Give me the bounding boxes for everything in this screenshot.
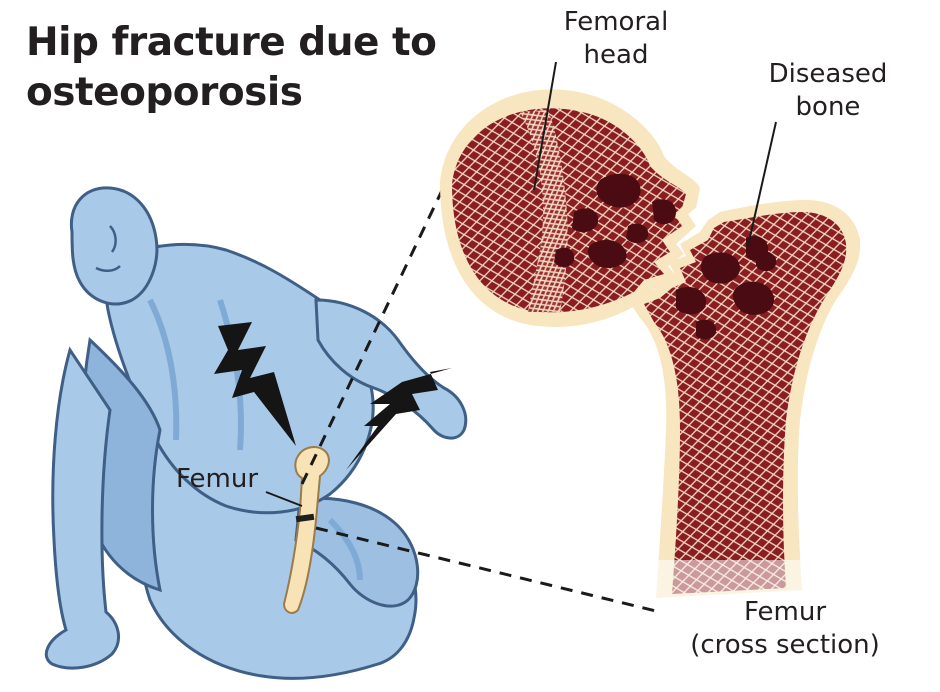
label-diseased-bone-line-1: Diseased <box>748 58 908 91</box>
label-diseased-bone-line-2: bone <box>748 91 908 124</box>
title-line-2: osteoporosis <box>26 68 436 118</box>
shaft-fade <box>650 560 810 600</box>
diagram-title: Hip fracture due to osteoporosis <box>26 18 436 118</box>
label-femoral-head-line-2: head <box>553 39 679 72</box>
label-femur-cs-line-1: Femur <box>660 596 910 629</box>
label-femur: Femur <box>176 463 258 496</box>
label-diseased-bone: Diseased bone <box>748 58 908 124</box>
label-femoral-head: Femoral head <box>553 6 679 72</box>
title-line-1: Hip fracture due to <box>26 18 436 68</box>
femur-cross-section <box>440 89 860 600</box>
label-femoral-head-line-1: Femoral <box>553 6 679 39</box>
label-femur-cross-section: Femur (cross section) <box>660 596 910 662</box>
label-femur-cs-line-2: (cross section) <box>660 629 910 662</box>
kneeling-figure <box>46 188 465 678</box>
